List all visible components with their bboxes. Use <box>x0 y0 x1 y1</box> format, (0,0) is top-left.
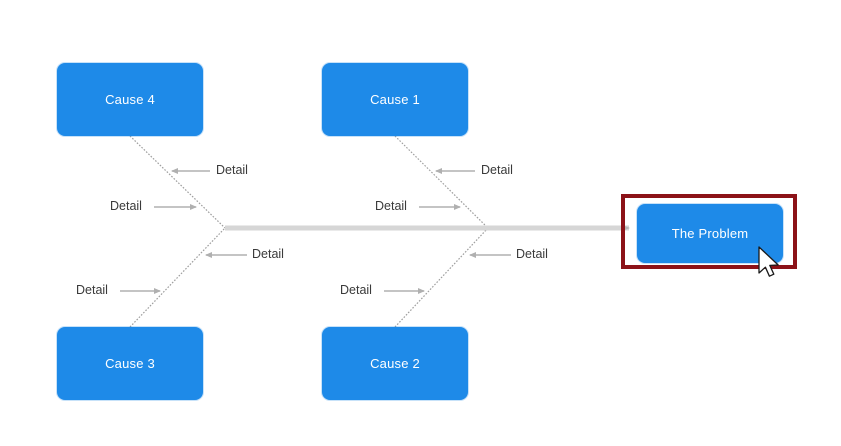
node-cause-2[interactable]: Cause 2 <box>322 327 468 400</box>
node-cause-1[interactable]: Cause 1 <box>322 63 468 136</box>
node-label-cause-3: Cause 3 <box>105 356 155 371</box>
detail-connector-lines <box>120 168 511 294</box>
detail-c4-upper[interactable]: Detail <box>216 163 248 177</box>
detail-c3-upper[interactable]: Detail <box>252 247 284 261</box>
detail-c1-upper[interactable]: Detail <box>481 163 513 177</box>
bone-cause-3[interactable] <box>129 227 226 328</box>
detail-c2-upper[interactable]: Detail <box>516 247 548 261</box>
detail-c4-lower[interactable]: Detail <box>110 199 142 213</box>
node-cause-3[interactable]: Cause 3 <box>57 327 203 400</box>
detail-c3-lower[interactable]: Detail <box>76 283 108 297</box>
node-label-cause-1: Cause 1 <box>370 92 420 107</box>
detail-c1-lower[interactable]: Detail <box>375 199 407 213</box>
selection-highlight <box>621 194 797 269</box>
cause-bones <box>129 135 489 328</box>
bone-cause-1[interactable] <box>394 135 489 229</box>
detail-c2-lower[interactable]: Detail <box>340 283 372 297</box>
bone-cause-2[interactable] <box>394 227 489 328</box>
node-cause-4[interactable]: Cause 4 <box>57 63 203 136</box>
bone-cause-4[interactable] <box>129 135 226 229</box>
node-label-cause-4: Cause 4 <box>105 92 155 107</box>
node-label-cause-2: Cause 2 <box>370 356 420 371</box>
